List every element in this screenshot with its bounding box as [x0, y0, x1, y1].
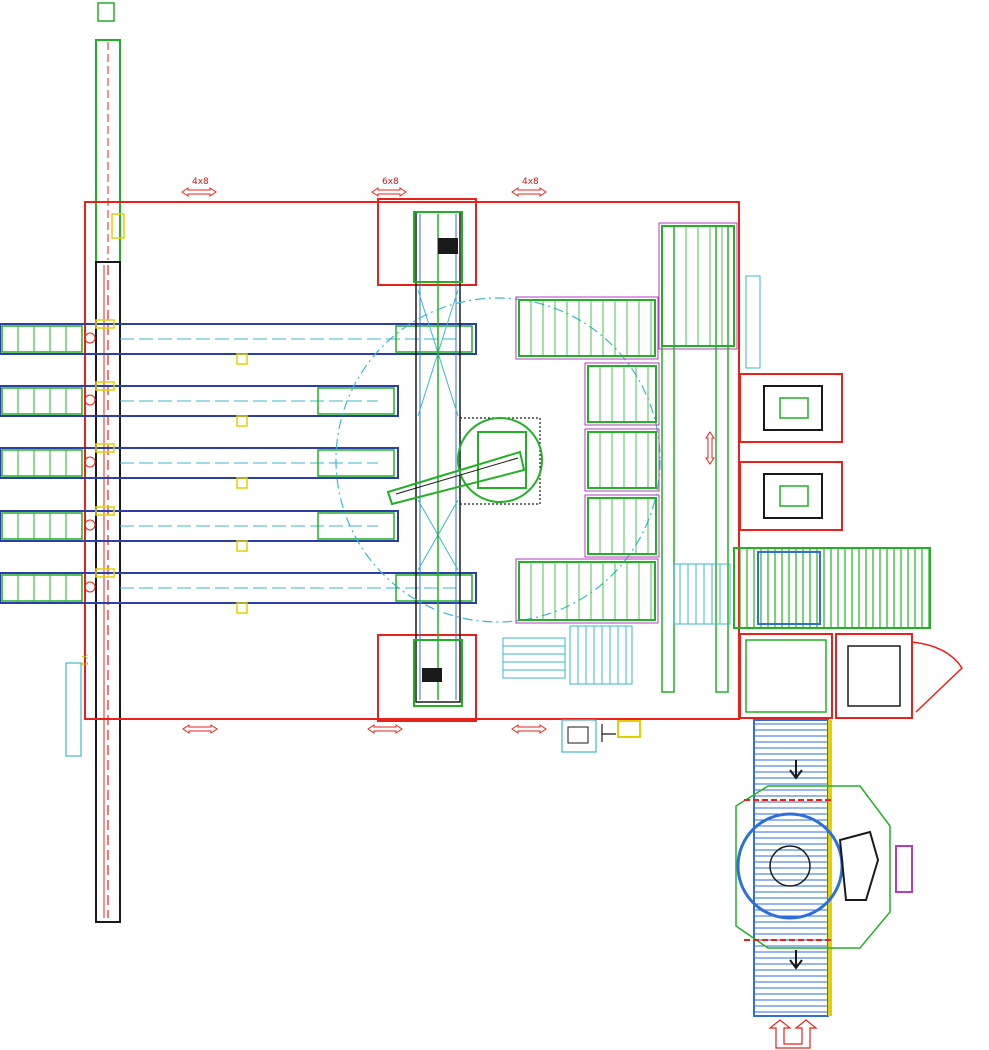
pallet-station	[658, 222, 738, 350]
right-machines	[733, 373, 963, 1049]
infeed-line	[0, 381, 399, 427]
pallet-station	[515, 558, 659, 624]
infeed-line	[0, 443, 399, 489]
pallet-station	[584, 362, 660, 426]
door-arrow-bottom-left	[182, 724, 218, 734]
infeed-lines	[0, 319, 477, 614]
gate-label-top-right: 4x8	[522, 177, 539, 187]
left-vertical-conveyor	[65, 2, 125, 923]
door-arrow-top-mid	[371, 187, 407, 197]
side-label: Y 1	[80, 653, 89, 667]
robot-reach-circle	[335, 297, 661, 623]
pallet-stack-cyan	[502, 625, 633, 685]
transfer-rails	[661, 225, 761, 693]
door-arrow-vertical	[705, 431, 715, 465]
door-arrow-top-left	[181, 187, 217, 197]
control-panel	[561, 719, 641, 753]
central-robot	[386, 417, 543, 506]
gate-label-top-mid: 6x8	[382, 177, 399, 187]
gantry-track	[413, 211, 463, 707]
pallet-station	[584, 428, 660, 492]
door-arrow-bottom-mid	[367, 724, 403, 734]
safety-fence	[84, 187, 740, 734]
gate-label-top-left: 4x8	[192, 177, 209, 187]
pallet-station	[515, 296, 659, 360]
infeed-line	[0, 319, 477, 365]
door-arrow-top-right	[511, 187, 547, 197]
pallet-station	[584, 494, 660, 558]
door-arrow-bottom-right	[511, 724, 547, 734]
infeed-line	[0, 506, 399, 552]
pallet-stations	[515, 222, 738, 624]
infeed-line	[0, 568, 477, 614]
